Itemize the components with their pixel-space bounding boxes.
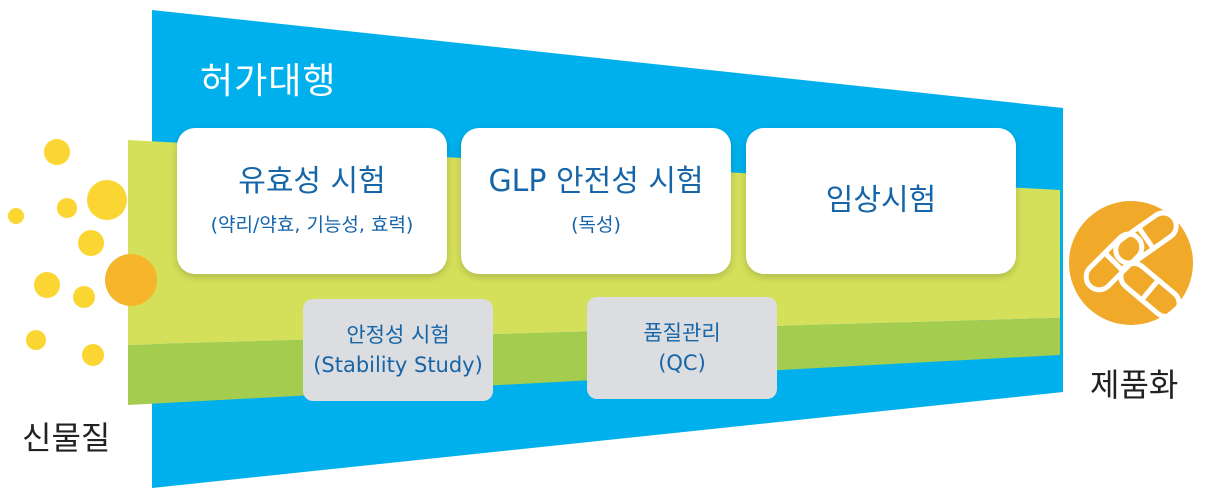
- dot: [34, 272, 60, 298]
- card-efficacy-test: 유효성 시험 (약리/약효, 기능성, 효력): [177, 128, 447, 274]
- card-glp-safety-test: GLP 안전성 시험 (독성): [461, 128, 731, 274]
- card-glp-subtitle: (독성): [571, 214, 621, 236]
- card-efficacy-subtitle: (약리/약효, 기능성, 효력): [210, 214, 414, 236]
- stability-line2: (Stability Study): [313, 353, 483, 377]
- card-clinical-trial: 임상시험: [746, 128, 1016, 274]
- box-stability-study: 안정성 시험 (Stability Study): [303, 299, 493, 401]
- box-quality-control: 품질관리 (QC): [587, 297, 777, 399]
- label-commercialization: 제품화: [1090, 366, 1179, 404]
- qc-line2: (QC): [658, 351, 706, 375]
- stability-line1: 안정성 시험: [346, 323, 450, 347]
- label-new-substance: 신물질: [22, 419, 111, 457]
- particle-dots-icon: [8, 139, 157, 366]
- dot: [8, 208, 24, 224]
- capsule-seam: [1102, 250, 1126, 274]
- dot: [73, 286, 95, 308]
- dot: [82, 344, 104, 366]
- capsules-icon: [1069, 201, 1193, 325]
- capsule-seam: [1136, 224, 1156, 252]
- dot: [105, 254, 157, 306]
- dot: [26, 330, 46, 350]
- dot: [78, 230, 104, 256]
- qc-line1: 품질관리: [643, 321, 721, 345]
- diagram-title: 허가대행: [200, 61, 337, 102]
- card-efficacy-title: 유효성 시험: [238, 164, 386, 199]
- dot: [44, 139, 70, 165]
- capsule-seam: [1139, 277, 1161, 303]
- card-glp-title: GLP 안전성 시험: [488, 164, 704, 199]
- dot: [87, 180, 127, 220]
- dot: [57, 198, 77, 218]
- card-clinical-title: 임상시험: [825, 183, 937, 218]
